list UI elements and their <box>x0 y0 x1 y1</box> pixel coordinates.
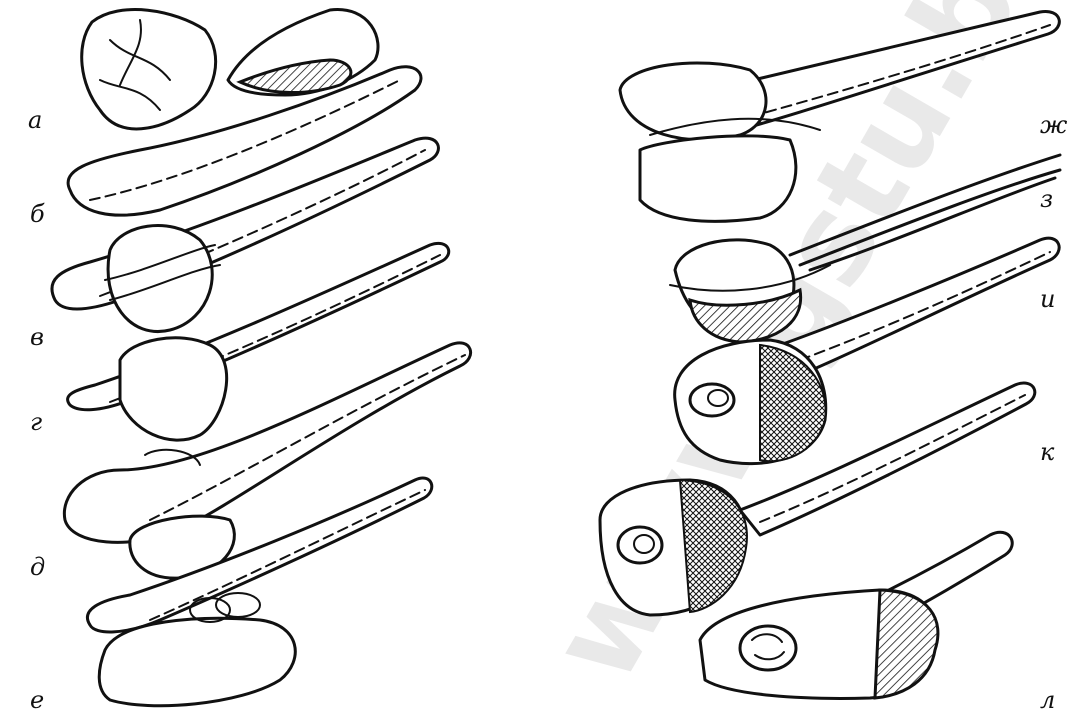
label-g: г <box>30 408 42 436</box>
label-k: к <box>1040 438 1055 466</box>
label-i: и <box>1040 285 1055 313</box>
figure-l-hafted-block <box>700 532 1012 698</box>
label-v: в <box>30 323 44 351</box>
label-z: з <box>1040 185 1053 213</box>
label-d: д <box>30 553 45 581</box>
label-l: л <box>1040 686 1055 714</box>
label-zh: ж <box>1040 111 1068 139</box>
label-a: а <box>28 106 42 134</box>
label-b: б <box>30 200 45 228</box>
label-e: е <box>30 686 44 714</box>
